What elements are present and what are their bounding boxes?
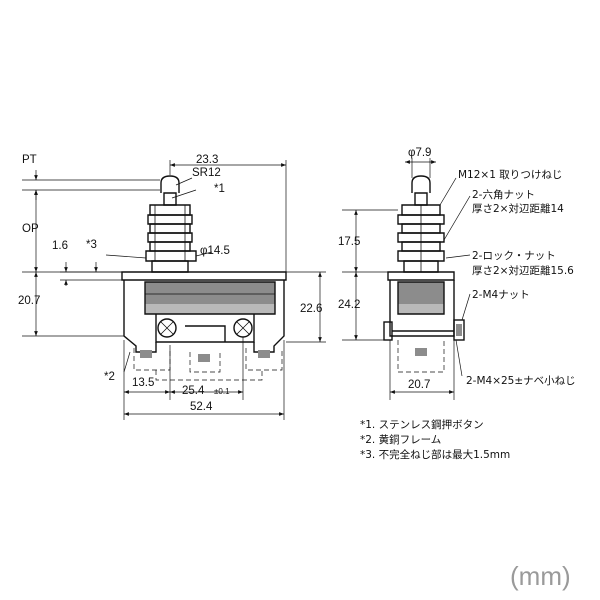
note-ref-3: *3 — [86, 239, 97, 251]
dim-1-6: 1.6 — [52, 240, 68, 252]
hex-nut-spec: 厚さ2×対辺距離14 — [472, 202, 564, 215]
dim-20-7-left: 20.7 — [18, 295, 40, 307]
op-label: OP — [22, 223, 39, 235]
note-1: *1. ステンレス鋼押ボタン — [360, 418, 484, 431]
note-3: *3. 不完全ねじ部は最大1.5mm — [360, 448, 510, 461]
note-ref-1: *1 — [214, 183, 225, 195]
note-ref-2: *2 — [104, 371, 115, 383]
left-front-view — [22, 160, 326, 420]
dim-25-4: 25.4 — [182, 385, 205, 397]
dim-13-5: 13.5 — [132, 377, 154, 389]
dim-24-2: 24.2 — [338, 299, 360, 311]
m12-thread-label: M12×1 取りつけねじ — [458, 169, 562, 181]
pt-label: PT — [22, 154, 37, 166]
lock-nut-spec: 厚さ2×対辺距離15.6 — [472, 264, 574, 277]
m4-nut-label: 2-M4ナット — [472, 289, 530, 301]
right-side-view — [342, 158, 471, 400]
unit-label: (mm) — [510, 561, 571, 591]
hex-nut-label: 2-六角ナット — [472, 189, 535, 201]
phi-7-9: φ7.9 — [408, 147, 431, 159]
dim-17-5: 17.5 — [338, 236, 360, 248]
phi-14-5: φ14.5 — [200, 245, 230, 257]
dim-22-6: 22.6 — [300, 303, 322, 315]
dim-20-7-right: 20.7 — [408, 379, 430, 391]
sr12-label: SR12 — [192, 167, 221, 179]
dim-52-4: 52.4 — [190, 401, 213, 413]
dim-23-3: 23.3 — [196, 154, 218, 166]
lock-nut-label: 2-ロック・ナット — [472, 250, 556, 262]
tolerance-0-1: ±0.1 — [214, 387, 230, 396]
note-2: *2. 黄銅フレーム — [360, 433, 441, 446]
m4-screw-label: 2-M4×25±ナベ小ねじ — [466, 375, 576, 387]
